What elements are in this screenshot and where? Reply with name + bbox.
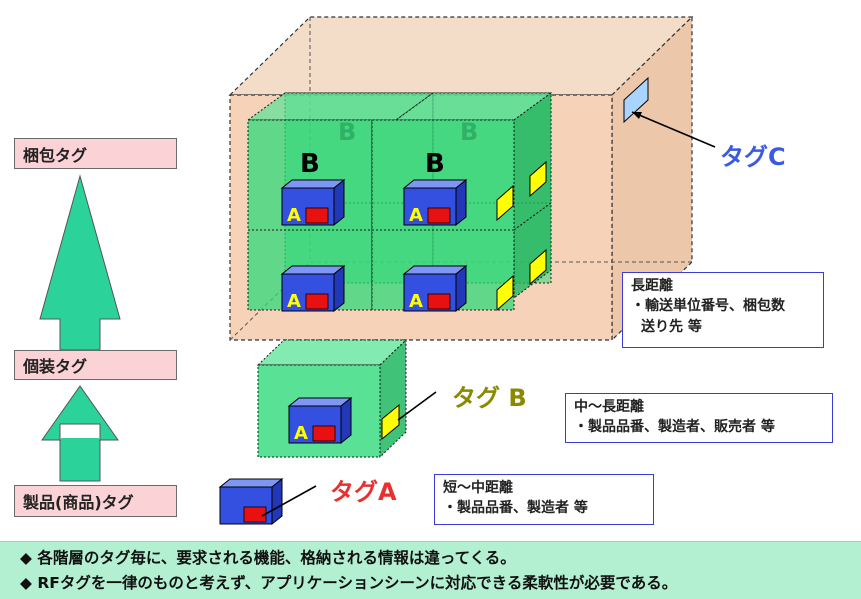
level-product-tag-label: 製品(商品)タグ [23,493,134,512]
info-mid-range: 中～長距離 ・製品品番、製造者、販売者 等 [565,393,833,443]
info-mid-detail: ・製品品番、製造者、販売者 等 [574,419,775,436]
case-tag-b-icon [381,403,400,441]
case-tag-b-icon [496,274,514,312]
tag-c-pointer [631,111,716,148]
summary-line-1: ◆ 各階層のタグ毎に、要求される機能、格納される情報は違ってくる。 [20,549,516,567]
case-b-label-right: B [425,149,445,179]
up-arrow-small-icon [41,385,119,441]
level-individual-tag: 個装タグ [14,350,177,380]
info-long-detail-2: 送り先 等 [641,318,702,335]
level-packing-tag-label: 梱包タグ [23,145,88,165]
info-long-range: 長距離 ・輸送単位番号、梱包数 送り先 等 [622,272,824,348]
level-packing-tag: 梱包タグ [14,138,177,169]
level-product-tag: 製品(商品)タグ [14,485,177,517]
case-grid [246,92,553,311]
up-arrow-large-icon [39,174,121,351]
info-long-title: 長距離 [631,278,673,294]
info-mid-title: 中～長距離 [574,399,644,415]
tag-c-label-icon [623,76,649,124]
case-tag-b-icon [529,248,547,286]
case-b-label-left: B [300,149,320,179]
product-a-label: A [287,205,301,226]
tag-b-pointer [397,391,437,421]
info-short-range: 短～中距離 ・製品品番、製造者 等 [434,474,654,525]
info-short-detail: ・製品品番、製造者 等 [443,500,588,517]
case-tag-b-icon [529,160,547,198]
product-a-label: A [287,291,301,312]
info-long-detail: ・輸送単位番号、梱包数 [631,298,785,315]
back-b-label-left: B [338,118,356,146]
case-tag-b-icon [496,184,514,222]
summary-line-2: ◆ RFタグを一律のものと考えず、アプリケーションシーンに対応できる柔軟性が必要… [20,574,678,592]
product-a-label: A [409,205,423,226]
tag-c-label: タグC [720,143,786,171]
product-a-label: A [294,423,308,444]
product-a-label: A [409,291,423,312]
summary-banner: ◆ 各階層のタグ毎に、要求される機能、格納される情報は違ってくる。 ◆ RFタグ… [0,541,861,599]
info-short-title: 短～中距離 [443,480,513,496]
tag-b-label: タグ B [452,384,527,412]
level-individual-tag-label: 個装タグ [23,357,88,376]
tag-a-pointer [261,485,317,517]
single-product-box-icon [219,478,283,525]
back-b-label-right: B [460,118,478,146]
tag-a-label: タグA [330,478,397,506]
